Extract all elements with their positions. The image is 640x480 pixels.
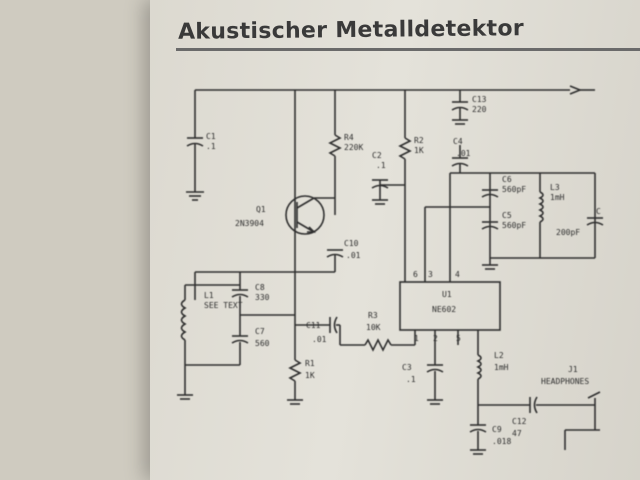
c4-capacitor [451,145,469,173]
l1-ref: L1 [204,291,214,300]
u1-ic [399,270,501,345]
r1-value: 1K [305,371,315,380]
l3-ref: L3 [550,183,560,192]
c3-ref: C3 [402,363,412,372]
r2-value: 1K [414,146,424,155]
c9-ref: C9 [492,425,502,434]
c1-value: .1 [206,142,216,151]
c13-ref: C13 [472,95,487,104]
c-right-ref: C [596,207,601,216]
c1-capacitor [186,90,204,201]
c7-ref: C7 [255,327,265,336]
c10-value: .01 [346,251,361,260]
c5-ref: C5 [502,211,512,220]
c12-value: 47 [512,429,522,438]
c6-value: 560pF [502,185,526,194]
tank-circuit [424,172,604,282]
c9-capacitor [469,405,487,455]
title-rule [176,48,640,51]
u1-value: NE602 [432,305,456,314]
r3-ref: R3 [368,311,378,320]
c7-capacitor [231,314,295,365]
q1-ref: Q1 [256,205,266,214]
c-right-value: 200pF [556,228,580,237]
c2-value: .1 [376,161,386,170]
c8-ref: C8 [255,283,265,292]
u1-ref: U1 [442,290,452,299]
c10-capacitor [195,249,344,273]
r1-resistor [287,300,303,405]
c10-ref: C10 [344,239,359,248]
pin-bottom-3: 5 [456,334,461,343]
c4-ref: C4 [453,137,463,146]
pin-top-3: 4 [455,270,460,279]
c12-ref: C12 [512,417,527,426]
c2-ref: C2 [372,151,382,160]
l2-inductor [476,345,482,405]
r4-value: 220K [344,143,363,152]
c5-value: 560pF [502,221,526,230]
r2-resistor [398,90,412,282]
r2-ref: R2 [414,136,424,145]
pin-bottom-2: 2 [433,334,438,343]
c13-value: 220 [472,105,487,114]
c6-ref: C6 [502,175,512,184]
c11-ref: C11 [306,321,321,330]
c9-value: .018 [492,437,511,446]
r4-resistor [328,90,342,215]
c13-capacitor [451,90,469,125]
pin-top-1: 6 [413,270,418,279]
r4-ref: R4 [344,133,354,142]
j1-value: HEADPHONES [541,377,589,386]
c8-value: 330 [255,293,270,302]
q1-value: 2N3904 [235,219,264,228]
pin-bottom-1: 1 [414,334,419,343]
l2-value: 1mH [494,363,509,372]
l3-value: 1mH [550,193,565,202]
c3-capacitor [426,345,444,405]
q1-transistor [285,195,335,235]
c8-capacitor [231,272,249,315]
c11-capacitor [295,316,365,346]
c3-value: .1 [406,375,416,384]
c4-value: .01 [456,149,471,158]
headphone-jack [564,391,601,450]
l1-value: SEE TEXT [204,301,243,310]
c1-ref: C1 [206,132,216,141]
supply-rail [195,85,595,95]
j1-ref: J1 [568,365,578,374]
c11-value: .01 [312,335,327,344]
r3-resistor [364,330,416,352]
l1-coil [177,272,240,400]
r1-ref: R1 [305,359,315,368]
l2-ref: L2 [494,351,504,360]
c2-capacitor [371,179,405,205]
c7-value: 560 [255,339,270,348]
c12-capacitor [478,396,595,414]
r3-value: 10K [366,323,381,332]
pin-top-2: 3 [428,270,433,279]
book-page [150,0,640,480]
